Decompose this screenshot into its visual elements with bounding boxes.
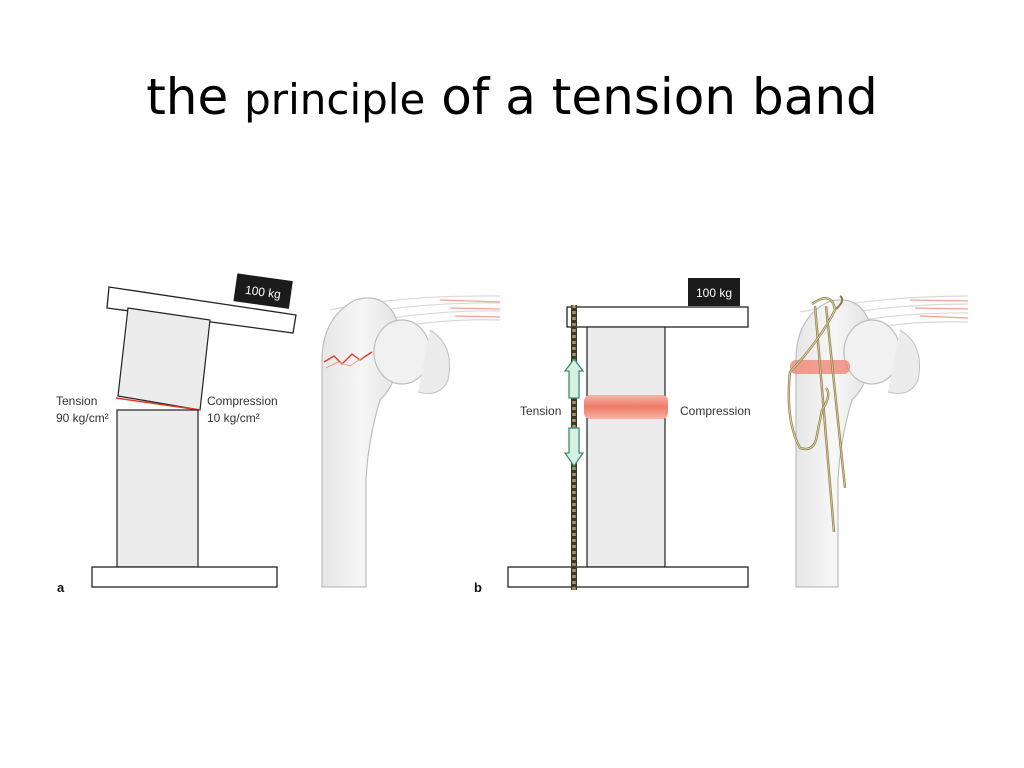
top-plate-b (566, 306, 749, 328)
fracture-a (323, 351, 373, 365)
tension-value-a: 90 kg/cm² (56, 411, 109, 425)
panel-a-block-model: 100 kg Tension 90 kg/cm² Compression 10 … (56, 273, 297, 595)
panel-letter-b: b (474, 580, 482, 595)
base-plate-b (507, 566, 749, 588)
weight-label-b: 100 kg (696, 286, 732, 300)
tension-label-b: Tension (520, 404, 561, 418)
base-plate-a (91, 566, 278, 588)
slide-title: the principle of a tension band (0, 62, 1024, 135)
weight-b: 100 kg (688, 278, 740, 306)
panel-letter-a: a (57, 580, 65, 595)
lower-block-a (116, 409, 199, 568)
compression-label-b: Compression (680, 404, 751, 418)
weight-label-a: 100 kg (244, 283, 282, 302)
panel-b-bone-illustration (787, 295, 969, 588)
compression-label-a: Compression (207, 394, 278, 408)
title-part-3: of a tension band (425, 68, 878, 126)
title-part-2: principle (244, 75, 426, 124)
panel-b-block-model: 100 kg Tension Compression b (474, 278, 751, 595)
title-part-1: the (146, 68, 245, 126)
compression-value-a: 10 kg/cm² (207, 411, 260, 425)
tension-label-a: Tension (56, 394, 97, 408)
fracture-line-a (115, 397, 201, 411)
up-arrow-icon (563, 357, 585, 399)
column-b (586, 326, 666, 568)
upper-block-a (117, 307, 211, 411)
weight-a: 100 kg (233, 273, 293, 309)
panel-a-bone-illustration (321, 295, 501, 588)
top-plate-a (106, 286, 297, 334)
compression-band-b (584, 395, 668, 419)
down-arrow-icon (563, 427, 585, 468)
